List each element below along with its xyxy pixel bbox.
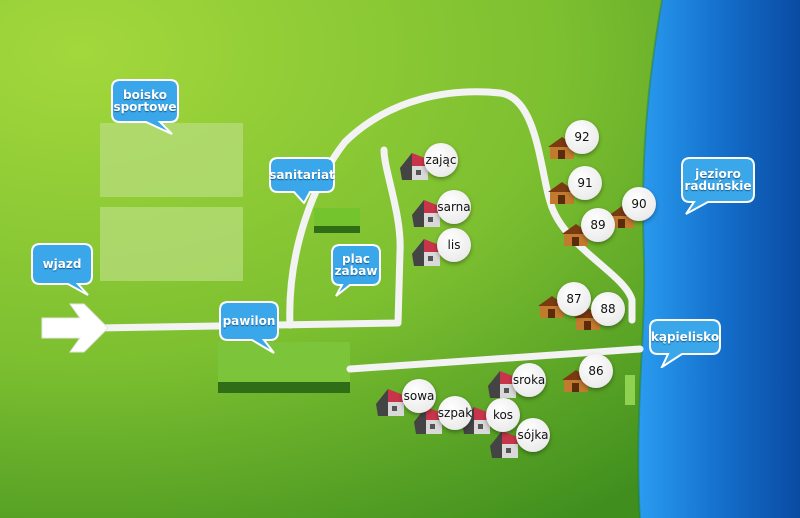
sanitary-building [314, 208, 360, 226]
house-sowa-badge[interactable]: sowa [402, 379, 436, 413]
label-beach: kąpielisko [648, 318, 722, 368]
house-sarna-badge[interactable]: sarna [437, 190, 471, 224]
red-roof-house-icon [400, 153, 430, 180]
cabin-86-badge[interactable]: 86 [579, 354, 613, 388]
red-roof-house-icon [414, 407, 444, 434]
red-roof-house-icon [412, 200, 442, 227]
beach-marker [625, 375, 635, 405]
arrow-right-icon [41, 303, 109, 353]
sports-field-bottom [100, 207, 243, 281]
cabin-87-badge[interactable]: 87 [557, 282, 591, 316]
label-pavilion: pawilon [218, 300, 280, 354]
label-lake: jezioro raduńskie [680, 156, 756, 216]
sports-field-top [100, 123, 243, 197]
house-kos-badge[interactable]: kos [486, 398, 520, 432]
label-playground: plac zabaw [330, 243, 382, 297]
red-roof-house-icon [376, 389, 406, 416]
cabin-88-badge[interactable]: 88 [591, 292, 625, 326]
pavilion-building [218, 342, 350, 382]
house-sojka-badge[interactable]: sójka [516, 418, 550, 452]
house-zajac-badge[interactable]: zając [424, 143, 458, 177]
cabin-92-badge[interactable]: 92 [565, 120, 599, 154]
label-entrance: wjazd [30, 242, 94, 296]
label-sanitary: sanitariat [268, 156, 336, 204]
red-roof-house-icon [490, 431, 520, 458]
red-roof-house-icon [488, 371, 518, 398]
lake [638, 0, 800, 518]
label-sports-field: boisko sportowe [110, 78, 180, 136]
house-szpak-badge[interactable]: szpak [438, 396, 472, 430]
cabin-91-badge[interactable]: 91 [568, 166, 602, 200]
red-roof-house-icon [412, 239, 442, 266]
cabin-89-badge[interactable]: 89 [581, 208, 615, 242]
house-sroka-badge[interactable]: sroka [512, 363, 546, 397]
cabin-90-badge[interactable]: 90 [622, 187, 656, 221]
house-lis-badge[interactable]: lis [437, 228, 471, 262]
